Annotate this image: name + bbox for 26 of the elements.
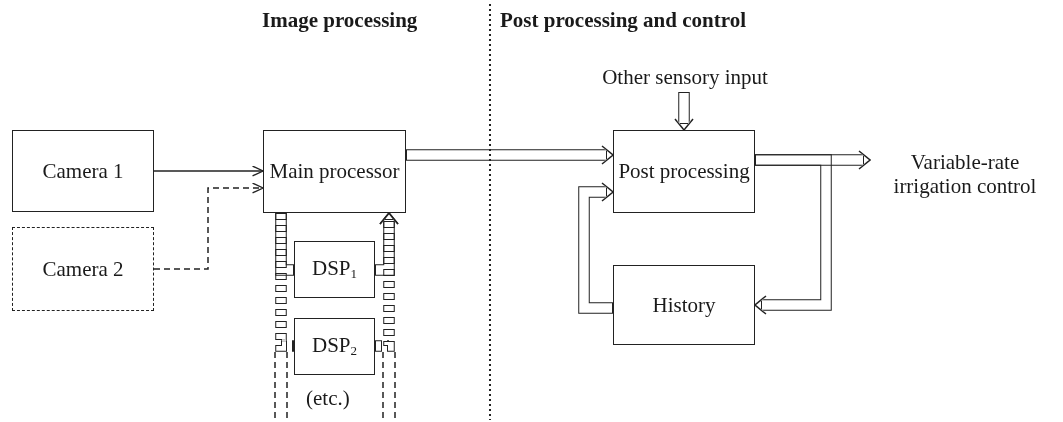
arrow — [406, 145, 614, 165]
arrow — [578, 182, 614, 314]
arrow — [153, 165, 264, 177]
section-heading: Post processing and control — [500, 8, 746, 33]
process-box — [613, 130, 755, 213]
box-label: History — [651, 292, 717, 318]
box-label: DSP$_{2}$ — [310, 333, 358, 360]
arrow — [153, 182, 264, 270]
box-label: DSP$_{1}$ — [310, 256, 358, 283]
arrow — [754, 154, 832, 315]
box-label: Post processing — [617, 159, 751, 184]
camera-box — [12, 130, 154, 212]
dsp-box — [294, 318, 375, 375]
continuation-note: (etc.) — [306, 386, 350, 411]
camera-box — [12, 227, 154, 311]
input-label: Other sensory input — [580, 62, 790, 92]
box-label: Camera 1 — [41, 158, 125, 184]
section-heading: Image processing — [262, 8, 418, 33]
processor-box — [263, 130, 406, 213]
arrow — [674, 92, 694, 131]
arrow — [375, 212, 399, 352]
history-box — [613, 265, 755, 345]
output-label: Variable-rate irrigation control — [870, 146, 1060, 202]
box-label: Main processor — [268, 159, 401, 184]
dsp-box — [294, 241, 375, 298]
box-label: Camera 2 — [41, 256, 125, 282]
